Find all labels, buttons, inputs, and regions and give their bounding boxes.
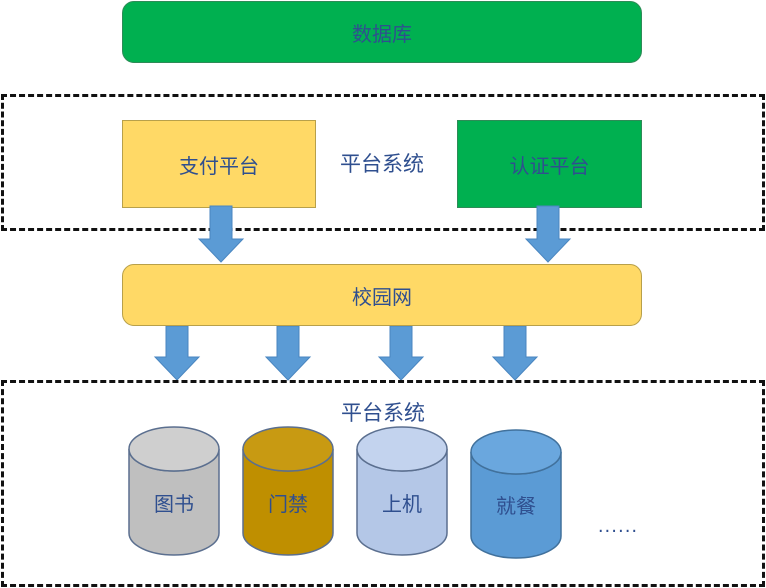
arrow-campus-to-access-control (264, 325, 312, 381)
campus-network-label: 校园网 (352, 284, 412, 309)
payment-platform-label: 支付平台 (179, 153, 259, 178)
arrow-campus-to-computer-use (377, 325, 425, 381)
campus-network-box: 校园网 (122, 264, 642, 326)
platform-system-title: 平台系统 (340, 152, 424, 176)
database-label: 数据库 (352, 21, 412, 46)
app-system-group (1, 380, 765, 587)
app-computer-use-label: 上机 (382, 491, 422, 516)
authentication-platform-label: 认证平台 (509, 153, 590, 178)
app-access-control-label: 门禁 (268, 491, 308, 516)
arrow-campus-to-dining (491, 325, 539, 381)
app-system-title: 平台系统 (341, 401, 425, 425)
app-library-label: 图书 (154, 491, 194, 516)
app-dining-label: 就餐 (496, 493, 536, 518)
arrow-auth-to-campus (524, 205, 572, 263)
arrow-pay-to-campus (197, 205, 245, 263)
app-access-control-cylinder-top (242, 426, 334, 472)
more-apps-ellipsis: ...... (597, 515, 639, 537)
database-box: 数据库 (122, 1, 642, 63)
platform-system-group (1, 94, 765, 231)
app-computer-use-cylinder-top (356, 426, 448, 472)
app-library-cylinder-top (128, 426, 220, 472)
app-dining-cylinder-top (470, 429, 562, 475)
arrow-campus-to-library (153, 325, 201, 381)
